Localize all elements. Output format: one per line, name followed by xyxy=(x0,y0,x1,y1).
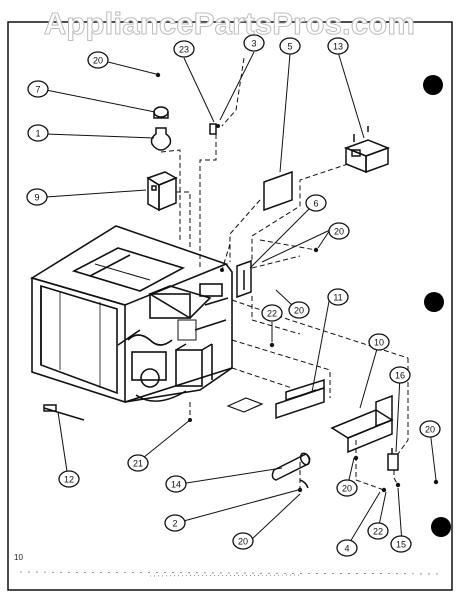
callout-1: 1 xyxy=(27,124,49,142)
callout-label: 12 xyxy=(64,475,74,485)
duct-bracket xyxy=(275,378,325,420)
callout-label: 7 xyxy=(35,85,40,95)
callout-20: 20 xyxy=(232,532,254,550)
callout-label: 10 xyxy=(374,338,384,348)
callout-label: 21 xyxy=(133,459,143,469)
screw-parts xyxy=(155,72,439,493)
vent-plate xyxy=(226,397,264,413)
lamp-bracket xyxy=(146,171,178,212)
callout-label: 20 xyxy=(334,227,344,237)
callout-label: 23 xyxy=(179,45,189,55)
callout-group: 20 23 3 5 13 7 1 9 6 20 20 22 11 10 16 1… xyxy=(26,34,441,557)
callout-label: 13 xyxy=(333,42,343,52)
mounting-bracket xyxy=(236,259,252,299)
callout-label: 20 xyxy=(342,484,352,494)
callout-3: 3 xyxy=(243,34,265,52)
lamp-bulb xyxy=(150,127,172,151)
callout-7: 7 xyxy=(27,80,49,98)
callout-15: 15 xyxy=(390,535,412,553)
door-strip xyxy=(43,404,85,421)
transformer xyxy=(343,126,391,174)
callout-13: 13 xyxy=(327,37,349,55)
callout-22: 22 xyxy=(367,522,389,540)
capacitor xyxy=(271,452,311,489)
watermark-text: AppliancePartsPros.com xyxy=(43,6,416,42)
callout-label: 3 xyxy=(251,39,256,49)
callout-10: 10 xyxy=(368,333,390,351)
lamp-socket xyxy=(153,106,169,119)
callout-label: 16 xyxy=(395,371,405,381)
punch-hole-middle xyxy=(424,292,444,312)
callout-6: 6 xyxy=(305,194,327,212)
callout-23: 23 xyxy=(173,40,195,58)
callout-12: 12 xyxy=(58,470,80,488)
callout-9: 9 xyxy=(26,188,48,206)
callout-22: 22 xyxy=(261,304,283,322)
callout-label: 20 xyxy=(294,306,304,316)
punch-hole-bottom xyxy=(431,517,451,537)
callout-20: 20 xyxy=(288,301,310,319)
callout-label: 20 xyxy=(93,56,103,66)
callout-label: 6 xyxy=(313,199,318,209)
callout-5: 5 xyxy=(279,37,301,55)
callout-20: 20 xyxy=(419,420,441,438)
page-border xyxy=(7,21,453,591)
label-sheet xyxy=(263,170,293,212)
callout-20: 20 xyxy=(328,222,350,240)
callout-label: 14 xyxy=(171,480,181,490)
leader-lines xyxy=(45,51,437,548)
callout-label: 11 xyxy=(333,293,342,303)
oven-cabinet xyxy=(30,225,233,404)
callout-11: 11 xyxy=(327,288,349,306)
callout-16: 16 xyxy=(389,366,411,384)
callout-label: 22 xyxy=(267,309,277,319)
component-plate xyxy=(330,394,394,454)
callout-4: 4 xyxy=(336,539,358,557)
callout-20: 20 xyxy=(87,51,109,69)
callout-label: 20 xyxy=(238,537,248,547)
switch-assembly xyxy=(387,448,399,471)
callout-2: 2 xyxy=(164,514,186,532)
callout-label: 2 xyxy=(172,519,177,529)
callout-20: 20 xyxy=(336,479,358,497)
callout-label: 1 xyxy=(35,129,40,139)
fuse-holder xyxy=(209,123,217,135)
callout-label: 5 xyxy=(287,42,292,52)
page-number: 10 xyxy=(14,553,23,562)
callout-label: 22 xyxy=(373,527,383,537)
scan-noise xyxy=(19,571,441,577)
callout-label: 9 xyxy=(34,193,39,203)
punch-hole-top xyxy=(423,75,443,95)
callout-21: 21 xyxy=(127,454,149,472)
callout-label: 4 xyxy=(344,544,349,554)
callout-label: 20 xyxy=(425,425,435,435)
callout-label: 15 xyxy=(396,540,406,550)
callout-14: 14 xyxy=(165,475,187,493)
